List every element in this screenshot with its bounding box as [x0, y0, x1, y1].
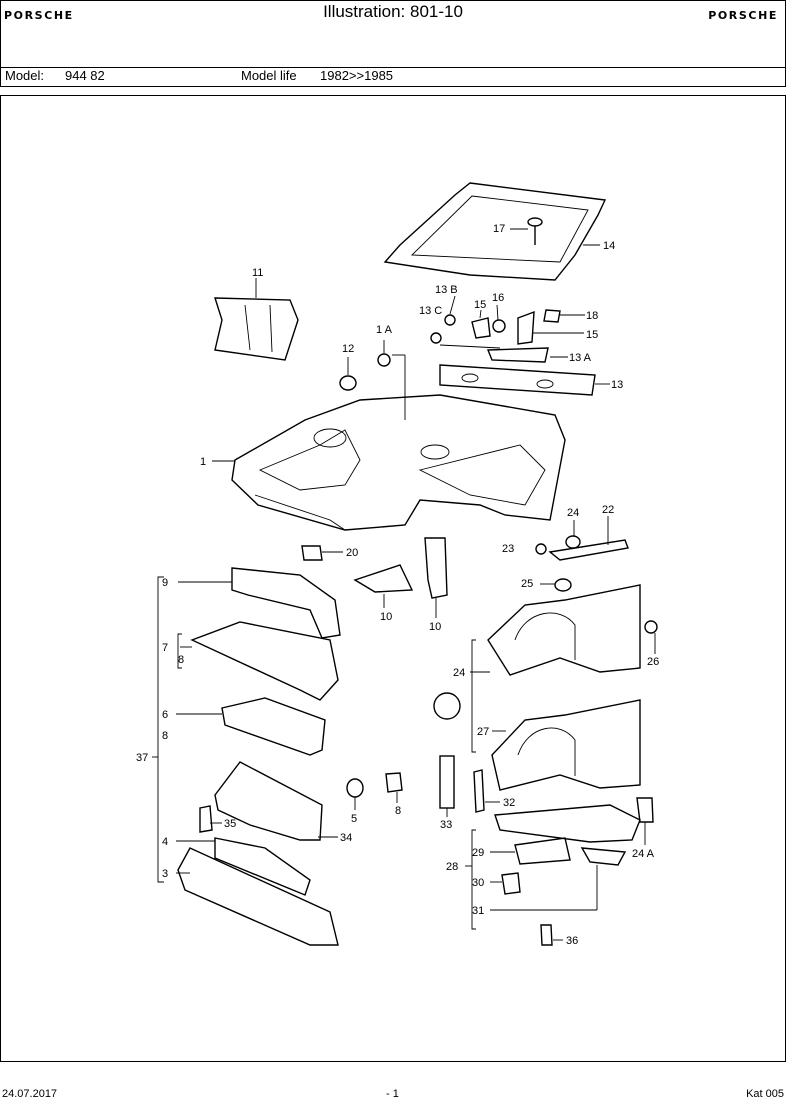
callout-35: 35	[224, 818, 236, 830]
callout-25: 25	[521, 578, 533, 590]
exploded-parts-diagram: 11 1 A 12 1 13 B 13 C 15 16 17 14 18 15 …	[136, 182, 659, 947]
part-33-insulation	[433, 692, 461, 817]
callout-24-visible: 24	[453, 667, 465, 679]
callout-16: 15	[474, 299, 486, 311]
callout-29: 29	[472, 847, 484, 859]
callout-13a: 13 A	[569, 352, 592, 364]
callout-7-b: 8	[162, 730, 168, 742]
callout-18: 18	[586, 310, 598, 322]
part-11-panel	[214, 278, 299, 361]
part-9-bracket	[353, 564, 414, 608]
callout-28: 28	[446, 861, 458, 873]
porsche-logo-right: PORSCHE	[708, 9, 778, 22]
footer-page: - 1	[386, 1088, 399, 1100]
model-label: Model:	[5, 68, 45, 83]
model-life-value: 1982>>1985	[320, 68, 394, 83]
callout-36: 36	[566, 935, 578, 947]
callout-11: 11	[252, 267, 263, 279]
callout-10-visible: 10	[429, 621, 441, 633]
callout-13: 13	[611, 379, 623, 391]
callout-9: 10	[380, 611, 392, 623]
callout-26: 26	[647, 656, 659, 668]
part-3-and-2-bumper-members	[176, 837, 339, 946]
model-life-label: Model life	[241, 68, 297, 83]
part-27-wheel-house	[471, 639, 641, 791]
callout-17: 16	[492, 292, 504, 304]
part-32-strip	[473, 769, 500, 813]
callout-5: 6	[162, 709, 168, 721]
callout-3: 4	[162, 836, 168, 848]
callout-21: 22	[602, 504, 614, 516]
part-5-member	[176, 697, 326, 756]
model-bar: Model: 944 82 Model life 1982>>1985	[0, 67, 786, 87]
callout-19: 17	[493, 223, 505, 235]
callout-13c: 13 C	[419, 305, 442, 317]
callout-24a: 24 A	[632, 848, 655, 860]
part-19-screw	[510, 217, 543, 245]
porsche-logo-left: PORSCHE	[4, 9, 74, 22]
callout-27: 27	[477, 726, 489, 738]
part-24-wheel-house	[470, 584, 658, 676]
callout-33: 33	[440, 819, 452, 831]
group-brackets	[152, 576, 182, 883]
callout-1a: 1 A	[376, 324, 393, 336]
parts-21-22-23-25	[535, 516, 629, 592]
part-6-panel	[180, 621, 339, 701]
callout-20: 20	[346, 547, 358, 559]
model-value: 944 82	[65, 68, 105, 83]
callout-8: 9	[162, 577, 168, 589]
footer-date: 24.07.2017	[2, 1088, 58, 1100]
callout-7-a: 8	[178, 654, 184, 666]
callout-34: 34	[340, 832, 352, 844]
callout-37: 37	[136, 752, 148, 764]
callout-13b: 13 B	[435, 284, 458, 296]
illustration-title: Illustration: 801-10	[323, 2, 463, 21]
callout-14: 14	[603, 240, 615, 252]
callout-22: 23	[502, 543, 514, 555]
part-13-cross-member	[439, 364, 610, 396]
callout-31: 31	[472, 905, 484, 917]
part-28-longitudinal-rail	[465, 797, 654, 930]
callout-7-c: 8	[395, 805, 401, 817]
callout-12: 12	[342, 343, 354, 355]
small-fasteners	[430, 295, 585, 345]
callout-30: 30	[472, 877, 484, 889]
part-14-windshield-frame	[383, 182, 607, 281]
part-36-plug	[540, 924, 563, 946]
part-34-tub	[214, 761, 338, 841]
part-12-and-1a	[339, 340, 406, 420]
part-20-clip	[301, 545, 343, 561]
callout-1: 1	[200, 456, 206, 468]
part-8-carrier	[178, 567, 341, 639]
callout-15-visible: 15	[586, 329, 598, 341]
callout-23: 24	[567, 507, 579, 519]
callout-6: 7	[162, 642, 168, 654]
part-10-bracket	[424, 537, 448, 618]
callout-32: 32	[503, 797, 515, 809]
parts-35-4-7	[199, 772, 403, 833]
callout-4: 5	[351, 813, 357, 825]
callout-2: 3	[162, 868, 168, 880]
part-13a-bracket	[439, 344, 568, 363]
part-1-front-body-assembly	[212, 394, 566, 531]
callout-labels: 11 1 A 12 1 13 B 13 C 15 16 17 14 18 15 …	[136, 223, 659, 947]
footer-catalog: Kat 005	[746, 1088, 784, 1100]
